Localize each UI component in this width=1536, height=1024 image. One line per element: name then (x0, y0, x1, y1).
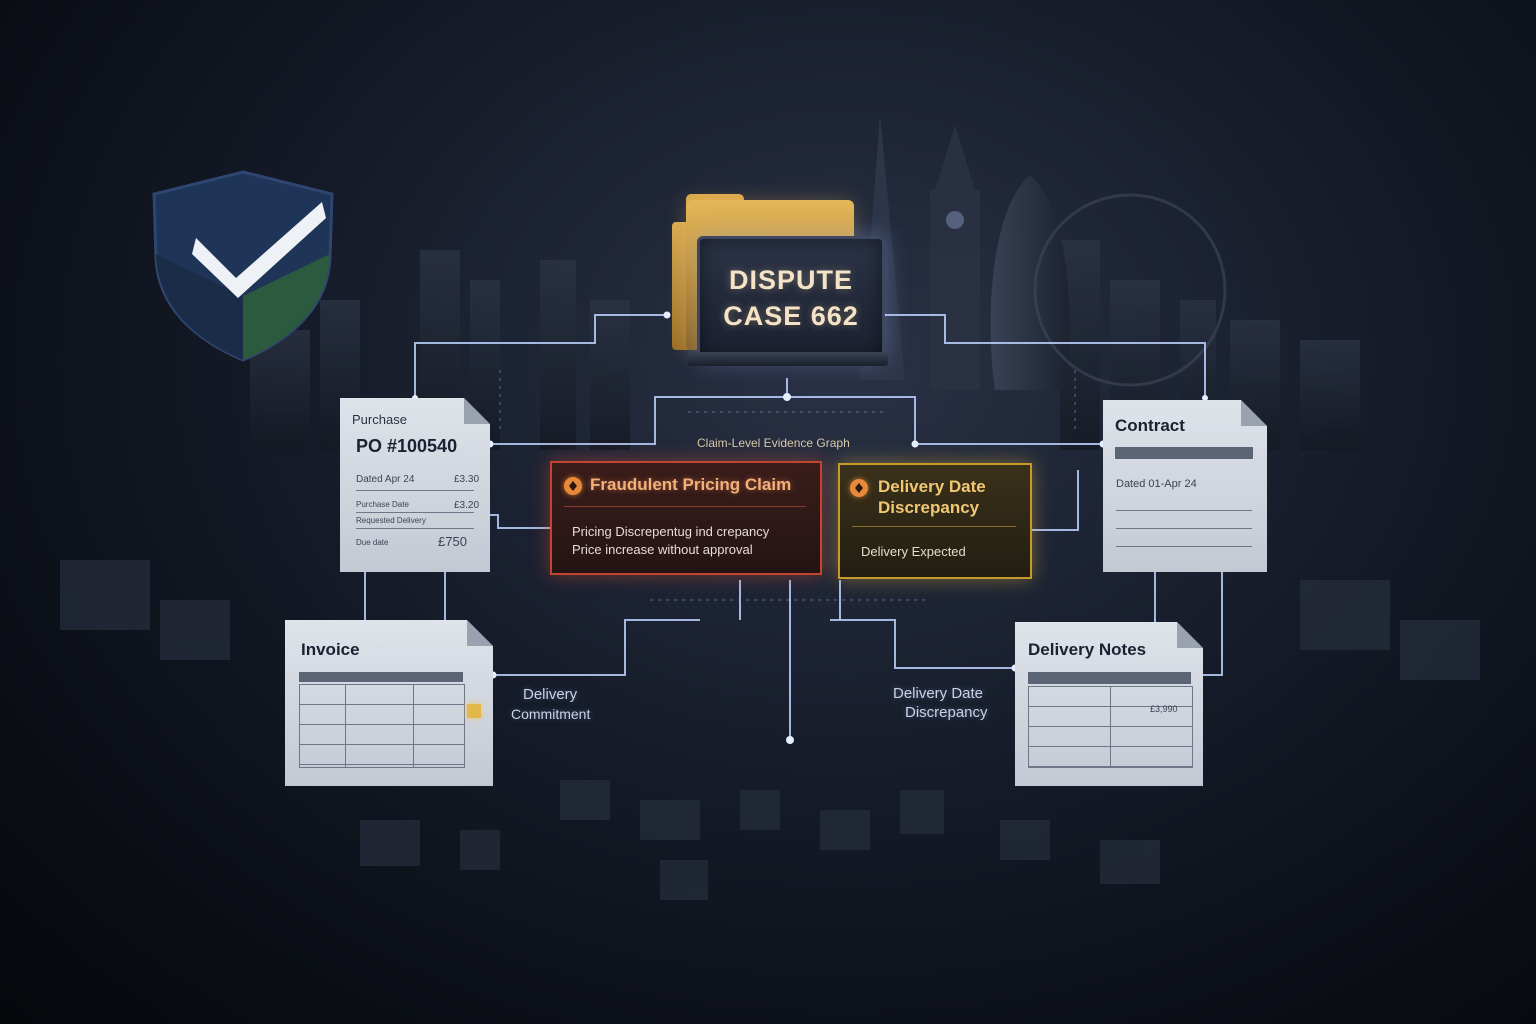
invoice-table-col (413, 684, 414, 768)
invoice-table (299, 684, 465, 768)
contract-title: Contract (1115, 416, 1185, 435)
dispute-case-panel[interactable]: DISPUTE CASE 662 (697, 236, 885, 360)
invoice-table-header (299, 672, 463, 682)
delivery-claim-title-line2: Discrepancy (878, 498, 980, 517)
contract-dated: Dated 01-Apr 24 (1116, 478, 1197, 490)
po-row4-value: £750 (438, 534, 467, 549)
fraudulent-pricing-claim-card[interactable]: Fraudulent Pricing Claim Pricing Discrep… (550, 461, 822, 575)
po-divider (356, 512, 474, 513)
contract-line (1116, 528, 1252, 529)
contract-line (1116, 510, 1252, 511)
delivery-notes-document[interactable]: Delivery Notes £3,990 (1015, 622, 1203, 786)
fraud-claim-line2: Price increase without approval (572, 542, 753, 557)
fraud-divider (564, 506, 806, 507)
po-row3-label: Requested Delivery (356, 516, 426, 525)
po-divider (356, 490, 474, 491)
fraud-claim-line1: Pricing Discrepentug ind crepancy (572, 524, 770, 539)
po-row1-label: Dated Apr 24 (356, 474, 415, 485)
invoice-document[interactable]: Invoice (285, 620, 493, 786)
delivery-notes-table-header (1028, 672, 1191, 684)
delivery-date-discrepancy-card[interactable]: Delivery Date Discrepancy Delivery Expec… (838, 463, 1032, 579)
delivery-notes-title: Delivery Notes (1028, 640, 1147, 659)
po-row4-label: Due date (356, 538, 389, 547)
delivery-divider (852, 526, 1016, 527)
delivery-notes-col (1110, 686, 1111, 768)
po-row1-value: £3.30 (454, 474, 480, 485)
gherkin-tower (990, 175, 1070, 390)
clock-tower (930, 125, 980, 390)
contract-document[interactable]: Contract Dated 01-Apr 24 (1103, 400, 1267, 572)
edge-label-discrepancy-2: Discrepancy (905, 704, 988, 721)
delivery-notes-value: £3,990 (1150, 704, 1178, 714)
warning-icon (564, 477, 582, 495)
case-panel-base (688, 352, 888, 366)
case-title-line2: CASE 662 (723, 301, 859, 331)
contract-header-bar (1115, 447, 1253, 459)
po-row2-label: Purchase Date (356, 500, 409, 509)
edge-label-commitment-1: Delivery (523, 686, 578, 703)
po-divider (356, 528, 474, 529)
warning-icon (850, 479, 868, 497)
delivery-claim-title-line1: Delivery Date (878, 477, 986, 496)
highlight-marker-icon (467, 704, 481, 718)
shield-check-icon (152, 170, 334, 362)
edge-label-commitment-2: Commitment (511, 706, 591, 722)
po-number: PO #100540 (356, 436, 458, 456)
purchase-order-document[interactable]: Purchase PO #100540 Dated Apr 24 £3.30 P… (340, 398, 490, 572)
case-title-line1: DISPUTE (728, 265, 854, 295)
invoice-table-col (345, 684, 346, 768)
delivery-claim-line1: Delivery Expected (861, 544, 966, 559)
po-header: Purchase (352, 412, 407, 427)
graph-title: Claim-Level Evidence Graph (697, 436, 850, 450)
invoice-title: Invoice (301, 640, 360, 659)
contract-line (1116, 546, 1252, 547)
po-row2-value: £3.20 (454, 500, 480, 511)
edge-label-discrepancy-1: Delivery Date (893, 685, 984, 702)
fraud-claim-title: Fraudulent Pricing Claim (590, 475, 792, 494)
